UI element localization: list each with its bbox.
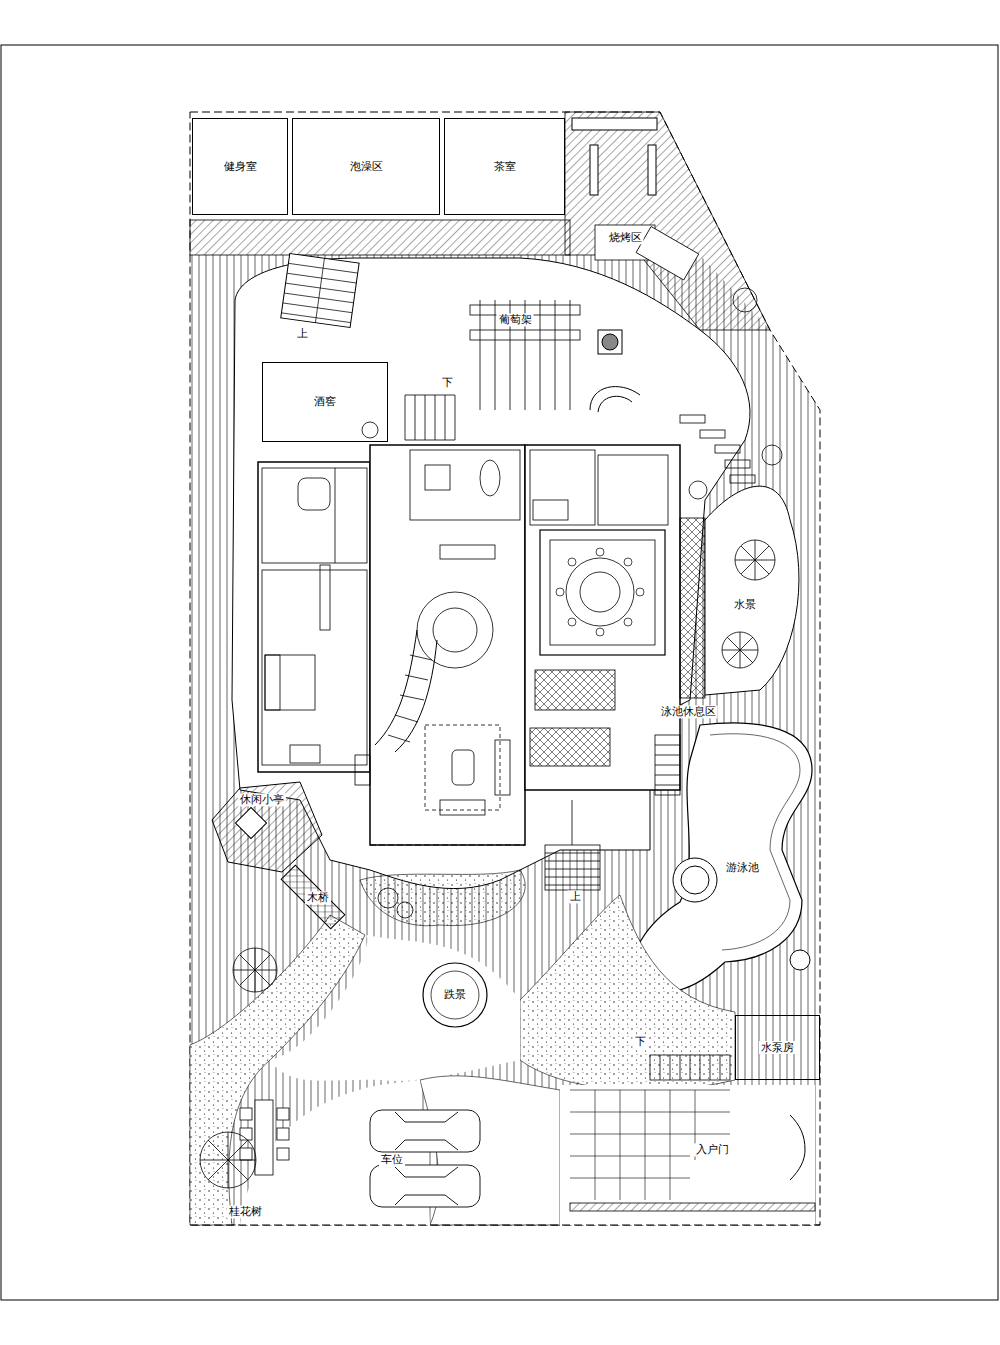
area-label: 游泳池	[724, 861, 761, 874]
area-label: 水景	[732, 598, 758, 611]
area-label: 烧烤区	[607, 231, 644, 244]
area-label: 上	[295, 327, 310, 340]
room-box: 酒窖	[262, 362, 388, 442]
area-label: 葡萄架	[497, 313, 534, 326]
area-label: 休闲小亭	[238, 793, 286, 806]
area-label: 跌景	[442, 988, 468, 1001]
room-name: 茶室	[492, 160, 518, 173]
area-label: 下	[440, 376, 455, 389]
area-label: 入户门	[694, 1143, 731, 1156]
room-box: 健身室	[192, 118, 288, 215]
room-name: 泡澡区	[348, 160, 385, 173]
room-name: 健身室	[222, 160, 259, 173]
area-label: 下	[633, 1035, 648, 1048]
area-label: 泳池休息区	[659, 705, 718, 718]
area-label: 木桥	[305, 891, 331, 904]
room-name: 水泵房	[759, 1041, 796, 1054]
area-label: 上	[568, 890, 583, 903]
room-box: 水泵房	[735, 1015, 820, 1080]
area-label: 桂花树	[227, 1205, 264, 1218]
room-box: 泡澡区	[292, 118, 440, 215]
room-box: 茶室	[444, 118, 565, 215]
room-name: 酒窖	[312, 395, 338, 408]
area-label: 车位	[379, 1153, 405, 1166]
